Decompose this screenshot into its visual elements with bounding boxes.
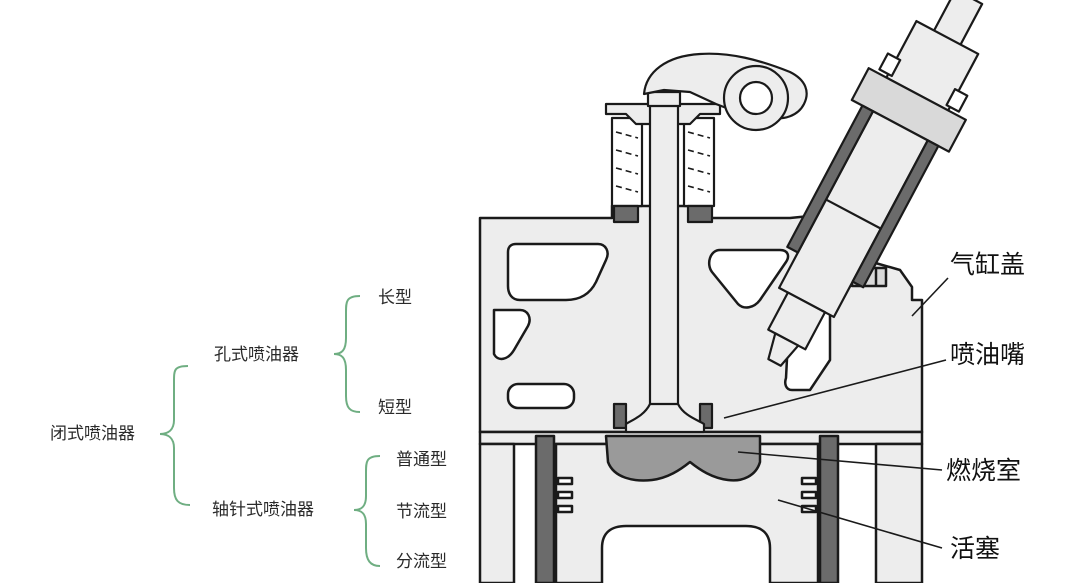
valve-spring-right [682,116,716,208]
short-type-label: 短型 [378,398,412,418]
rocker-pivot-inner [738,80,774,116]
valve-head [624,402,706,434]
injector-label: 喷油嘴 [950,340,1026,369]
cylinder-block [478,430,924,583]
long-type-label: 长型 [378,288,412,308]
hole-type-label: 孔式喷油器 [214,345,299,365]
pintle-type-label: 轴针式喷油器 [212,500,314,520]
rocker-arm [642,52,808,132]
left-liner-dark [534,434,556,583]
callout-leaders [723,277,949,549]
piston-body [554,442,820,583]
normal-type-label: 普通型 [396,450,447,470]
combustion-chamber [604,434,762,482]
injector-sleeve-right [851,139,940,289]
cylinder-head-label: 气缸盖 [950,250,1026,279]
throttle-type-label: 节流型 [396,502,447,522]
injector-sleeve-left [786,104,875,254]
valve-assembly [604,90,722,434]
valve-stem [648,102,680,416]
hole-type-brace [333,295,361,413]
fuel-injector [767,0,984,367]
head-cavity-left-lower [492,308,531,361]
piston-label: 活塞 [950,534,1001,563]
head-slot [506,382,576,410]
root-label: 闭式喷油器 [50,424,135,444]
valve-tip [646,90,682,108]
valve-spring-left [610,116,644,208]
split-type-label: 分流型 [396,552,447,572]
head-cavity-left [506,242,609,302]
pintle-type-brace [353,455,381,567]
right-liner-dark [818,434,840,583]
left-liner-wall [478,442,516,583]
taxonomy-braces [159,295,381,567]
head-cavity-right [708,248,790,309]
combustion-chamber-label: 燃烧室 [946,456,1022,485]
injector-nozzle-tip [767,332,800,367]
root-brace [159,365,191,506]
